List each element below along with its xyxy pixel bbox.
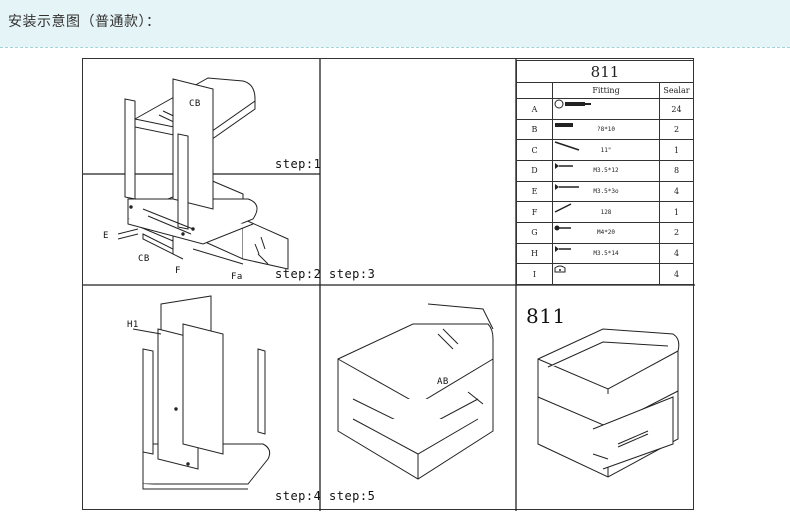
fitting-qty: 1 (659, 201, 694, 223)
table-row: D M3.5*12 8 (516, 160, 694, 182)
fitting-qty: 4 (659, 263, 694, 285)
product-model-label: 811 (526, 304, 566, 328)
handle-icon (554, 203, 572, 214)
step4-label: step:4 (275, 489, 322, 503)
step2-part-e: E (103, 231, 109, 241)
table-row: E M3.5*3o 4 (516, 180, 694, 203)
fitting-table-qty-header: Sealar (659, 82, 694, 100)
step2-part-fa: Fa (231, 272, 243, 282)
fitting-qty: 8 (659, 160, 694, 182)
fitting-qty: 1 (659, 139, 694, 162)
table-row: H M3.5*14 4 (516, 242, 694, 265)
fitting-qty: 2 (659, 118, 694, 141)
step4-part-h1: H1 (127, 320, 139, 330)
fitting-code: G (516, 221, 553, 244)
step3-label: step:3 (329, 267, 376, 281)
fitting-code: A (516, 98, 553, 120)
fitting-spec: M3.5*12 (593, 167, 619, 175)
fitting-code: C (516, 139, 553, 162)
fitting-spec: 128 (600, 208, 612, 216)
page-title: 安装示意图（普通款）： (8, 14, 161, 30)
step2-part-cb: CB (138, 254, 150, 264)
fitting-spec: M3.5*3o (593, 188, 619, 196)
fitting-code: H (516, 242, 553, 265)
table-row: A 24 (516, 98, 694, 120)
fitting-spec: ?8*10 (596, 126, 616, 134)
table-row: I 4 (516, 263, 694, 285)
header-bar: 安装示意图（普通款）： (0, 0, 790, 47)
step1-label: step:1 (275, 157, 322, 171)
step1-part-label: CB (189, 99, 201, 109)
assembly-diagram (83, 59, 695, 511)
table-row: C 11" 1 (516, 139, 694, 162)
fitting-code: B (516, 118, 553, 141)
fitting-spec: M4*20 (596, 229, 616, 237)
fitting-code: E (516, 180, 553, 203)
fitting-table: 811 Fitting Sealar A 24 B ?8*10 2 C 11 (516, 59, 694, 285)
fitting-spec: 11" (600, 146, 612, 154)
product-drawing (537, 328, 680, 478)
step5-label: step:5 (329, 489, 376, 503)
fitting-qty: 4 (659, 180, 694, 203)
dowel-icon (555, 122, 573, 127)
fitting-qty: 2 (659, 221, 694, 244)
fitting-table-title: 811 (516, 59, 694, 84)
short-screw-icon (555, 245, 571, 252)
fitting-table-code-header (516, 82, 553, 100)
fitting-qty: 4 (659, 242, 694, 265)
nail-icon (554, 141, 580, 152)
table-row: F 128 1 (516, 201, 694, 223)
step5-part-ab: AB (437, 377, 449, 387)
table-row: G M4*20 2 (516, 221, 694, 244)
step4-drawing (132, 295, 271, 490)
cam-lock-icon (554, 99, 591, 109)
table-row: B ?8*10 2 (516, 118, 694, 141)
fitting-qty: 24 (659, 98, 694, 120)
step2-label: step:2 (275, 267, 322, 281)
fitting-code: F (516, 201, 553, 223)
fitting-code: D (516, 160, 553, 182)
fitting-spec: M3.5*14 (593, 249, 619, 257)
fitting-table-fitting-header: Fitting (552, 82, 660, 100)
step2-part-f: F (175, 266, 181, 276)
screw-icon (555, 163, 573, 170)
instruction-sheet: step:1 CB step:2 E CB F Fa step:3 step:4… (82, 58, 695, 511)
connector-icon (554, 265, 566, 273)
step3-drawing (124, 78, 258, 245)
bolt-icon (554, 225, 571, 231)
fitting-code: I (516, 263, 553, 285)
step5-drawing (337, 303, 494, 480)
header-divider (0, 47, 790, 48)
long-screw-icon (555, 183, 579, 190)
